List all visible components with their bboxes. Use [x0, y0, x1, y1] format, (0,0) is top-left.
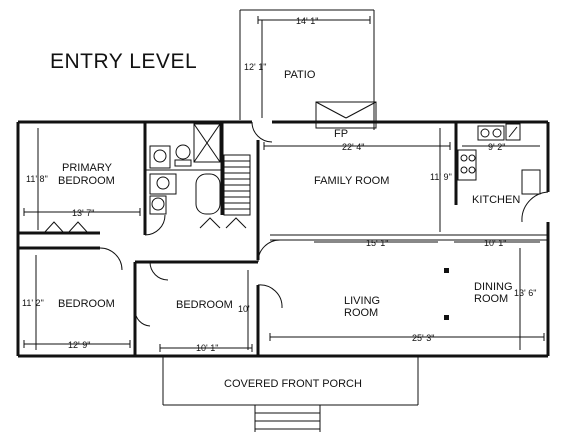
dim-patio-width: 14' 1" — [296, 16, 318, 26]
dimension-lines — [23, 16, 545, 352]
dim-dining-width: 10' 1" — [484, 238, 506, 248]
kitchen-fixtures — [457, 123, 541, 195]
room-label-primary-1: PRIMARY — [62, 162, 113, 174]
patio-outline — [239, 9, 375, 130]
dim-bedroom-center-width: 10' 1" — [196, 343, 218, 353]
room-label-bedroom-left: BEDROOM — [58, 298, 115, 310]
door-swings — [99, 121, 549, 327]
room-label-dining-1: DINING — [474, 281, 513, 293]
room-label-living-1: LIVING — [344, 295, 380, 307]
exterior-walls — [16, 120, 550, 358]
dim-kitchen-width: 9' 2" — [488, 142, 505, 152]
room-label-dining-2: ROOM — [474, 293, 508, 305]
plan-title: ENTRY LEVEL — [50, 50, 198, 73]
room-label-bedroom-center: BEDROOM — [176, 299, 233, 311]
dim-primary-depth: 11' 8" — [26, 174, 48, 184]
fireplace-hearth — [315, 101, 377, 129]
dim-family-width: 22' 4" — [342, 142, 364, 152]
room-label-family: FAMILY ROOM — [314, 175, 389, 187]
interior-walls — [18, 122, 548, 356]
porch-outline — [162, 356, 419, 432]
dim-bedroom-left-width: 12' 9" — [68, 340, 90, 350]
room-label-living-2: ROOM — [344, 307, 378, 319]
dim-bedroom-left-depth: 11' 2" — [22, 298, 44, 308]
dim-living-width-top: 15' 1" — [366, 238, 388, 248]
bathroom-fixtures — [149, 123, 221, 215]
closet-doors — [43, 217, 247, 234]
room-label-porch: COVERED FRONT PORCH — [224, 378, 362, 390]
staircase — [223, 154, 251, 216]
room-label-primary-2: BEDROOM — [58, 175, 115, 187]
room-label-fp: FP — [334, 128, 348, 140]
dim-dining-depth: 13' 6" — [514, 288, 536, 298]
dim-patio-depth: 12' 1" — [244, 62, 266, 72]
support-posts — [444, 268, 449, 320]
room-label-patio: PATIO — [284, 69, 316, 81]
room-label-kitchen: KITCHEN — [472, 194, 520, 206]
dim-bedroom-center-depth: 10' — [238, 304, 250, 314]
dim-primary-width: 13' 7" — [72, 208, 94, 218]
dim-family-depth: 11' 9" — [430, 172, 452, 182]
dim-living-width-bottom: 25' 3" — [412, 333, 434, 343]
